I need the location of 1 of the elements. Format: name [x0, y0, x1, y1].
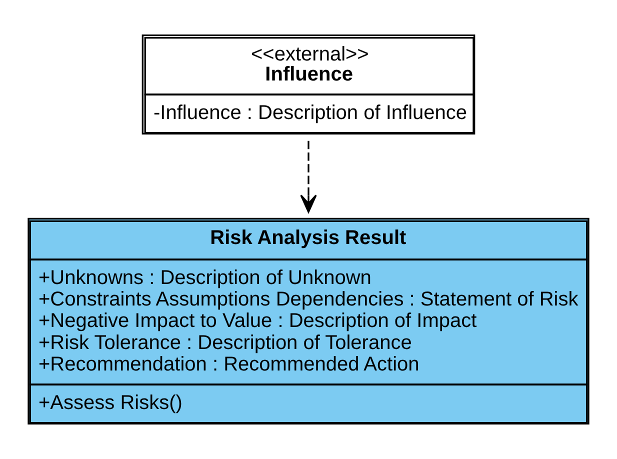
arrow [300, 140, 317, 213]
